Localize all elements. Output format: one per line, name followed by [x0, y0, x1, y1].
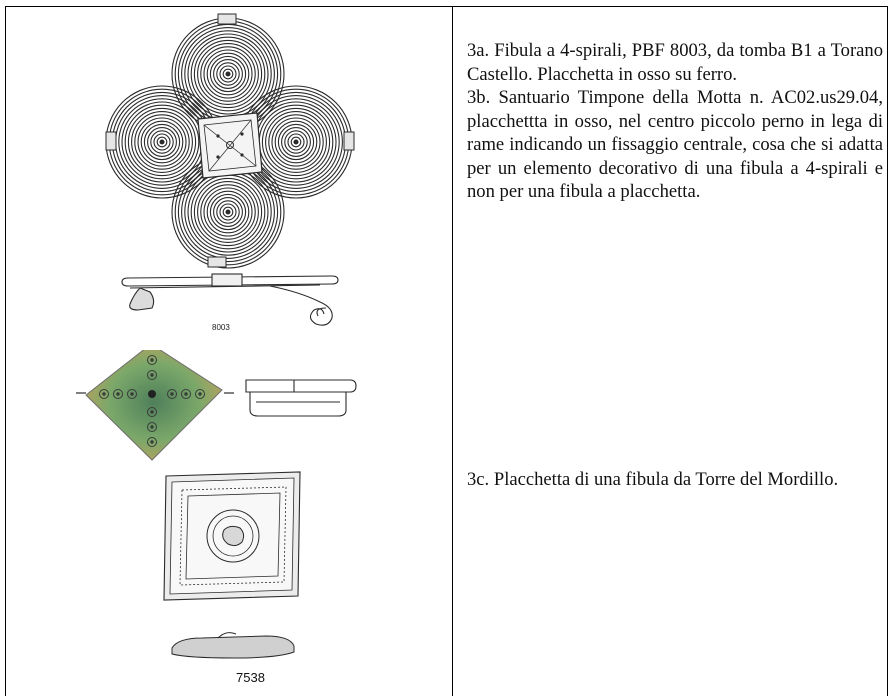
ring-dot-motif: [195, 389, 205, 399]
figure-number-7538: 7538: [236, 670, 265, 685]
bone-plaque-color-drawing: [76, 350, 357, 461]
fibula-profile-drawing: [121, 273, 339, 326]
table-column-divider: [452, 6, 453, 696]
ring-dot-motif: [147, 437, 157, 447]
ring-dot-motif: [127, 389, 137, 399]
caption-3c: 3c. Placchetta di una fibula da Torre de…: [467, 469, 839, 490]
spiral-disc-top: [171, 17, 285, 131]
ring-dot-motif: [113, 389, 123, 399]
figure-number-8003: 8003: [212, 323, 230, 332]
caption-3a-3b: 3a. Fibula a 4-spirali, PBF 8003, da tom…: [467, 39, 883, 204]
bone-plaque-profile-drawing: [245, 379, 357, 417]
caption-3b: 3b. Santuario Timpone della Motta n. AC0…: [467, 87, 883, 202]
ring-dot-motif: [167, 389, 177, 399]
ring-dot-motif: [147, 355, 157, 365]
figure-table: [5, 6, 888, 696]
spiral-disc-left: [105, 85, 219, 199]
ring-dot-motif: [99, 389, 109, 399]
torre-del-mordillo-plaque-drawing: 7538: [163, 471, 301, 685]
ring-dot-motif: [147, 407, 157, 417]
fibula-four-spiral-drawing: 8003: [105, 13, 355, 332]
ring-dot-motif: [181, 389, 191, 399]
caption-3a: 3a. Fibula a 4-spirali, PBF 8003, da tom…: [467, 40, 883, 85]
ring-dot-motif: [147, 370, 157, 380]
plaque-profile-drawing: [171, 632, 295, 659]
ring-dot-motif: [147, 422, 157, 432]
central-plate-drawing: [197, 112, 263, 179]
